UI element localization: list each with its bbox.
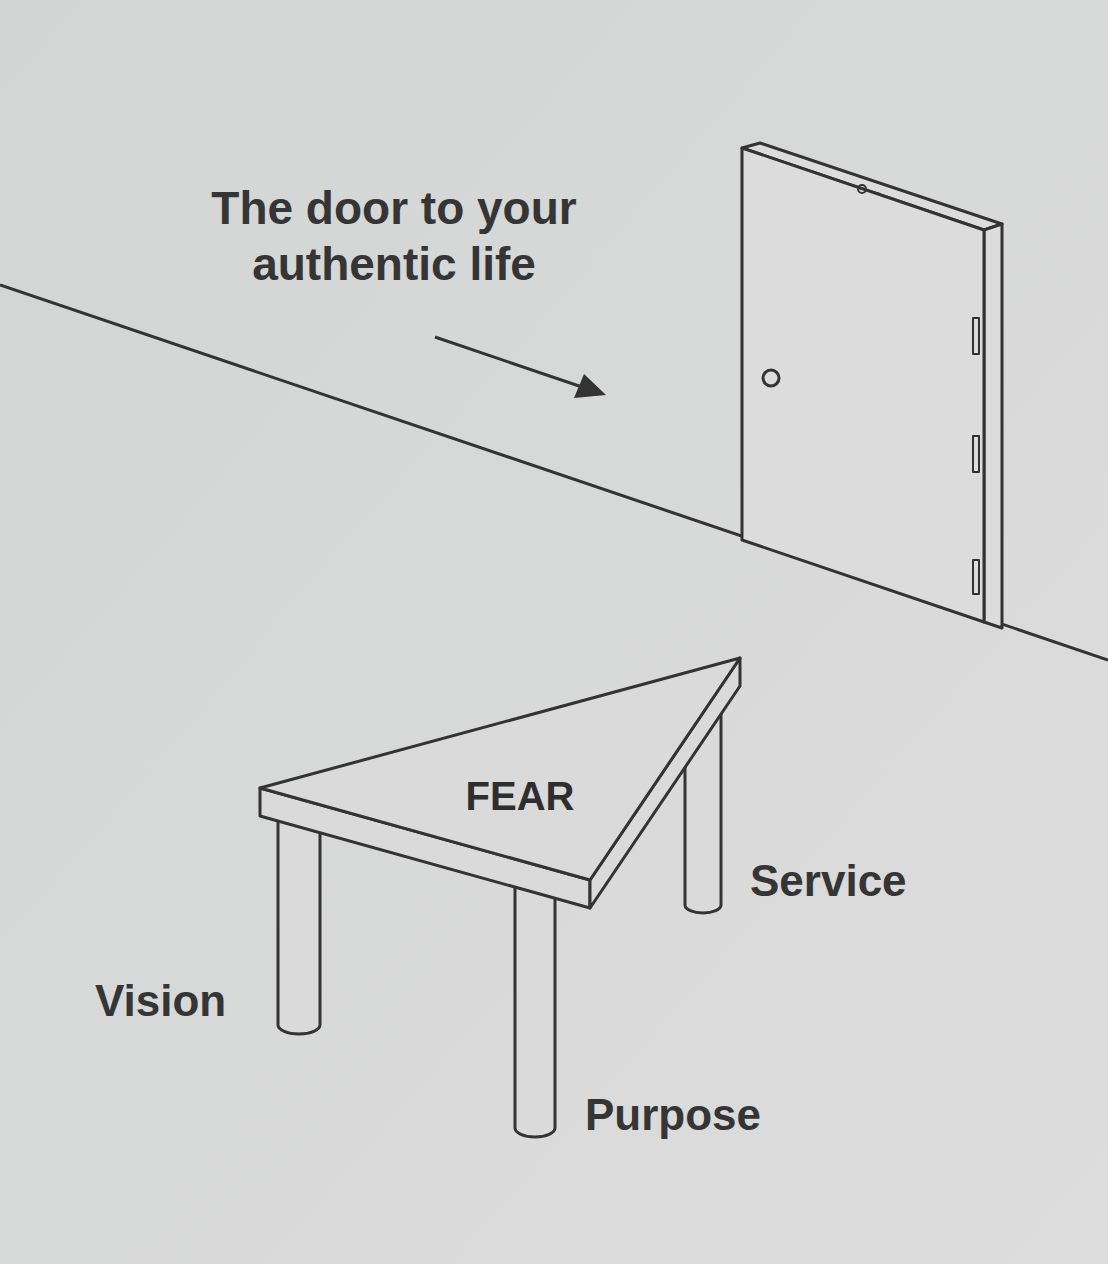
- door-figure: [742, 143, 1002, 628]
- tabletop-shape: FEAR: [250, 650, 750, 915]
- pointer-arrow: [435, 337, 606, 398]
- tabletop-word: FEAR: [466, 774, 575, 818]
- tabletop-face: [260, 658, 740, 880]
- door-caption: The door to your authentic life: [159, 180, 629, 292]
- leg-label: Vision: [95, 976, 226, 1026]
- leg-label: Purpose: [585, 1090, 761, 1140]
- leg-label: Service: [750, 856, 907, 906]
